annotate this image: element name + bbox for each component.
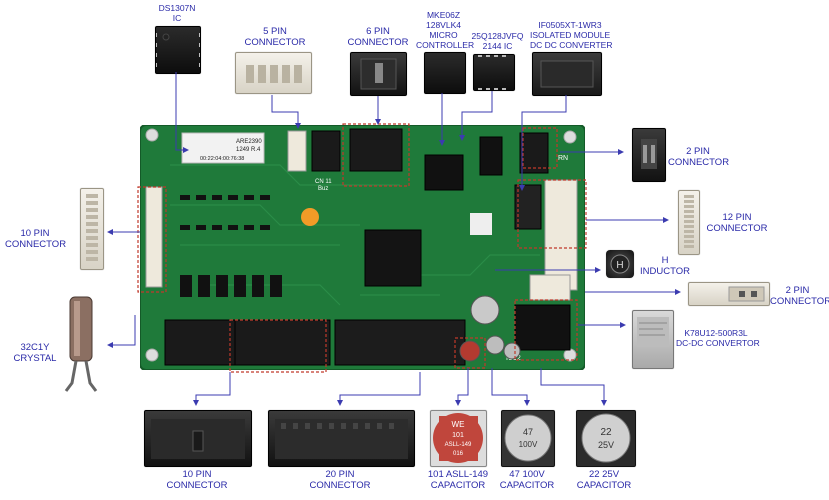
dc-dc-converter-photo [632,310,674,369]
arrow-20pin [337,372,421,406]
cn-buz-text-1: CN 11 [315,179,332,185]
label-5-pin-connector-top: 5 PIN CONNECTOR [244,26,306,48]
isolated-module-photo [532,52,602,96]
capacitor-101-photo: WE 101 ASLL-149 016 [430,410,487,467]
highlight-10pin-bottom [229,319,327,373]
2-pin-connector-photo-mid [688,282,770,306]
label-6-pin-connector-top: 6 PIN CONNECTOR [347,26,409,48]
label-crystal: 32C1Y CRYSTAL [13,342,57,364]
cn-buz-text-2: Buz [318,186,328,192]
arrow-cap101 [455,368,469,406]
5-pin-connector-photo [235,52,312,94]
ds1307n-ic-photo [152,26,204,74]
label-dc-dc-converter: K78U12-500R3L DC-DC CONVERTOR [676,328,760,348]
cap101-print-2: 101 [452,432,464,439]
arrow-crystal [107,315,136,348]
label-2-pin-connector-top: 2 PIN CONNECTOR [668,146,730,168]
arrow-iso [519,95,567,191]
label-12-pin-connector: 12 PIN CONNECTOR [706,212,768,234]
cap47-print-1: 47 [523,427,533,437]
6-pin-connector-photo [350,52,407,96]
arrow-5pin [271,95,301,129]
cap22-print-2: 25V [598,440,614,450]
label-20-pin-connector: 20 PIN CONNECTOR [309,469,371,491]
cap22-print-1: 22 [600,427,612,438]
12-pin-connector-photo [678,190,700,255]
highlight-dcdc [514,299,578,361]
inductor-photo: H [606,250,634,278]
sticker-line-3: 00:22:04:00:76:38 [200,156,244,162]
label-ds1307n: DS1307N IC [158,3,196,23]
sticker-line-1: ARE2390 [236,139,262,145]
arrow-10pin-bottom [193,372,231,406]
20-pin-connector-photo [268,410,415,467]
label-10-pin-connector-left: 10 PIN CONNECTOR [5,228,67,250]
label-isolated-module: IF0505XT-1WR3 ISOLATED MODULE DC DC CONV… [530,20,613,50]
mcu-chip-photo [424,52,466,94]
label-2-pin-connector-mid: 2 PIN CONNECTOR [770,285,829,307]
svg-text:H: H [616,260,623,271]
highlight-left-10pin [137,186,167,293]
highlight-6pin [342,123,410,187]
sticker-line-2: 1249 R.4 [236,147,261,153]
arrow-flash [459,91,493,141]
flash-ic-photo [473,53,515,92]
cap101-print-1: WE [452,420,465,429]
highlight-cap [454,337,486,369]
label-capacitor-47: 47 100V CAPACITOR [499,469,555,491]
label-inductor: H INDUCTOR [640,255,690,277]
10-pin-connector-photo-bottom [144,410,252,467]
arrow-cap47 [491,368,530,406]
label-capacitor-101: 101 ASLL-149 CAPACITOR [427,469,489,491]
highlight-2pin [522,127,558,169]
label-flash-ic: 25Q128JVFQ 2144 IC [471,31,524,51]
cap101-print-3: ASLL-149 [445,442,472,448]
label-10-pin-connector-bottom: 10 PIN CONNECTOR [166,469,228,491]
label-mcu: MKE06Z 128VLK4 MICRO CONTROLLER [416,10,475,50]
capacitor-47-photo: 47 100V [501,410,555,467]
10-pin-connector-photo-left [80,188,104,270]
cap47-print-2: 100V [519,440,538,449]
highlight-12pin [517,179,587,249]
2-pin-connector-photo-top [632,128,666,182]
label-capacitor-22: 22 25V CAPACITOR [576,469,632,491]
arrow-cap22 [540,368,607,406]
rn-text: RN [558,155,568,162]
capacitor-22-photo: 22 25V [576,410,636,467]
cap101-print-4: 016 [453,451,464,457]
crystal-photo [62,295,100,395]
arrow-ds1307n [175,72,189,153]
pcb-board: ARE2390 1249 R.4 00:22:04:00:76:38 CN 11… [139,124,586,371]
